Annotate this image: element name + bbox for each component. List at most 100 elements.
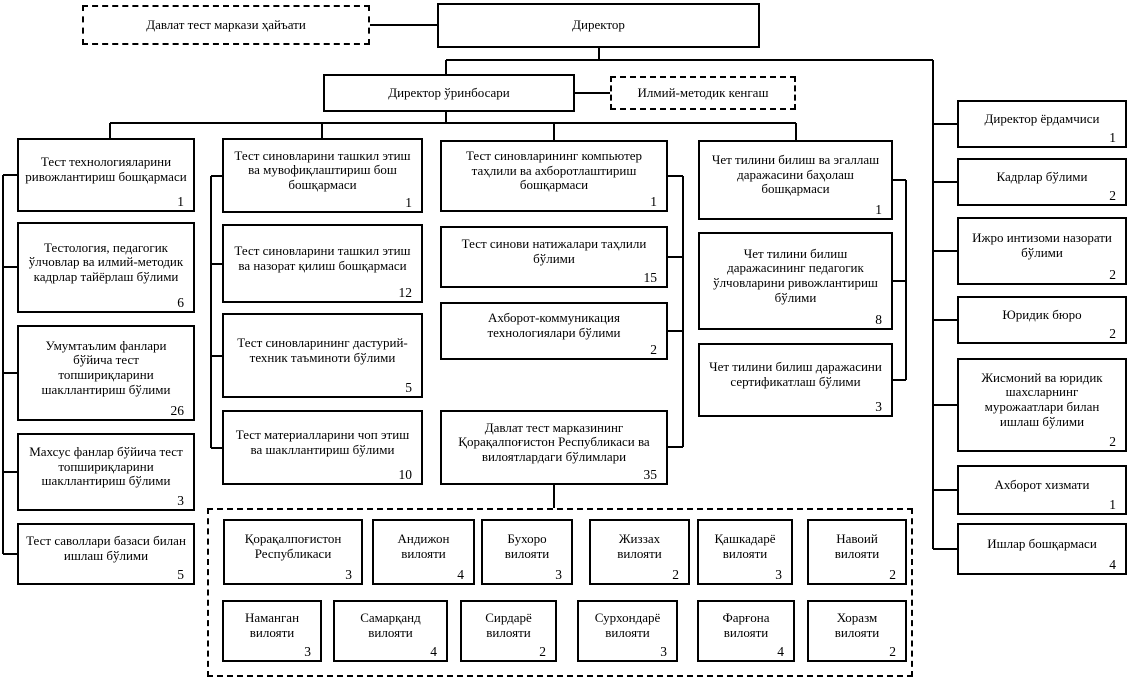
- staff-count: 5: [405, 379, 412, 395]
- staff-count: 2: [1109, 266, 1116, 282]
- staff-count: 2: [1109, 325, 1116, 341]
- staff-count: 3: [345, 566, 352, 582]
- unit-label: Тест синовларини ташкил этиш ва назорат …: [234, 242, 411, 273]
- staff-count: 5: [177, 566, 184, 582]
- unit-label: Директор ёрдамчиси: [984, 110, 1100, 126]
- unit-label: Умумтаълим фанлари бўйича тест топшириқл…: [41, 337, 171, 397]
- director-box: Директор: [437, 3, 760, 48]
- unit-label: Тест саволлари базаси билан ишлаш бўлими: [26, 533, 186, 563]
- region-label: Жиззах вилояти: [617, 531, 662, 561]
- staff-count: 35: [643, 466, 658, 482]
- staff-count: 2: [539, 643, 546, 659]
- col2-unit-2: Тест синовларини ташкил этиш ва назорат …: [222, 224, 423, 303]
- unit-label: Тест синови натижалари таҳлили бўлими: [461, 236, 647, 266]
- unit-label: Юридик бюро: [1002, 306, 1082, 322]
- regional-divisions-hq-box: Давлат тест марказининг Қорақалпоғистон …: [440, 410, 668, 485]
- staff-count: 4: [457, 566, 464, 582]
- regions-container: [207, 508, 913, 677]
- box-label: Директор ўринбосари: [388, 84, 510, 100]
- region-label: Қашкадарё вилояти: [714, 531, 776, 561]
- region-label: Сирдарё вилояти: [485, 610, 532, 640]
- region-label: Қорақалпоғистон Республикаси: [244, 531, 342, 561]
- staff-count: 1: [650, 193, 657, 209]
- staff-count: 3: [775, 566, 782, 582]
- right-unit-5: Жисмоний ва юридик шахсларнинг мурожаатл…: [957, 358, 1127, 452]
- box-label: Илмий-методик кенгаш: [637, 84, 769, 100]
- col1-unit-4: Махсус фанлар бўйича тест топшириқларини…: [17, 433, 195, 511]
- staff-count: 2: [889, 643, 896, 659]
- col1-unit-2: Тестология, педагогик ўлчовлар ва илмий-…: [17, 222, 195, 313]
- col2-unit-4: Тест материалларини чоп этиш ва шакллант…: [222, 410, 423, 485]
- unit-label: Ишлар бошқармаси: [987, 535, 1097, 551]
- unit-label: Тест технологияларини ривожлантириш бошқ…: [25, 154, 187, 184]
- region-label: Навоий вилояти: [834, 531, 880, 561]
- col1-unit-1: Тест технологияларини ривожлантириш бошқ…: [17, 138, 195, 212]
- region-box-5: Қашкадарё вилояти 3: [697, 519, 793, 585]
- region-label: Хоразм вилояти: [834, 610, 880, 640]
- staff-count: 3: [177, 492, 184, 508]
- staff-count: 26: [170, 402, 185, 418]
- col4-unit-2: Чет тилини билиш даражасининг педагогик …: [698, 232, 893, 330]
- unit-label: Махсус фанлар бўйича тест топшириқларини…: [29, 444, 183, 489]
- col4-unit-3: Чет тилини билиш даражасини сертификатла…: [698, 343, 893, 417]
- unit-label: Чет тилини билиш даражасининг педагогик …: [713, 245, 878, 305]
- staff-count: 3: [304, 643, 311, 659]
- region-box-3: Бухоро вилояти 3: [481, 519, 573, 585]
- region-box-4: Жиззах вилояти 2: [589, 519, 690, 585]
- region-label: Бухоро вилояти: [504, 531, 550, 561]
- methodical-council-box: Илмий-методик кенгаш: [610, 76, 796, 110]
- col4-unit-1: Чет тилини билиш ва эгаллаш даражасини б…: [698, 140, 893, 220]
- unit-label: Кадрлар бўлими: [996, 168, 1088, 184]
- unit-label: Ахборот-коммуникация технологиялари бўли…: [487, 310, 621, 340]
- staff-count: 2: [1109, 433, 1116, 449]
- unit-label: Тестология, педагогик ўлчовлар ва илмий-…: [28, 239, 184, 284]
- unit-label: Жисмоний ва юридик шахсларнинг мурожаатл…: [981, 369, 1103, 429]
- staff-count: 3: [555, 566, 562, 582]
- deputy-director-box: Директор ўринбосари: [323, 74, 575, 112]
- staff-count: 4: [777, 643, 784, 659]
- unit-label: Давлат тест марказининг Қорақалпоғистон …: [458, 419, 650, 464]
- region-label: Андижон вилояти: [397, 531, 450, 561]
- staff-count: 3: [660, 643, 667, 659]
- unit-label: Тест синовларини ташкил этиш ва мувофиқл…: [234, 147, 411, 192]
- unit-label: Ижро интизоми назорати бўлими: [972, 230, 1112, 260]
- staff-count: 12: [398, 284, 413, 300]
- staff-count: 2: [889, 566, 896, 582]
- col3-unit-2: Тест синови натижалари таҳлили бўлими 15: [440, 226, 668, 288]
- col1-unit-3: Умумтаълим фанлари бўйича тест топшириқл…: [17, 325, 195, 421]
- region-box-1: Қорақалпоғистон Республикаси 3: [223, 519, 363, 585]
- col3-unit-1: Тест синовларининг компьютер таҳлили ва …: [440, 140, 668, 212]
- staff-count: 3: [875, 398, 882, 414]
- region-label: Наманган вилояти: [244, 610, 300, 640]
- staff-count: 2: [650, 341, 657, 357]
- col3-unit-3: Ахборот-коммуникация технологиялари бўли…: [440, 302, 668, 360]
- unit-label: Чет тилини билиш даражасини сертификатла…: [709, 359, 882, 389]
- staff-count: 1: [1109, 496, 1116, 512]
- region-box-8: Самарқанд вилояти 4: [333, 600, 448, 662]
- region-label: Фарғона вилояти: [722, 610, 770, 640]
- right-unit-2: Кадрлар бўлими 2: [957, 158, 1127, 206]
- col2-unit-3: Тест синовларининг дастурий-техник таъми…: [222, 313, 423, 398]
- unit-label: Чет тилини билиш ва эгаллаш даражасини б…: [711, 152, 880, 197]
- region-box-6: Навоий вилояти 2: [807, 519, 907, 585]
- staff-count: 1: [177, 193, 184, 209]
- staff-count: 2: [672, 566, 679, 582]
- region-box-12: Хоразм вилояти 2: [807, 600, 907, 662]
- staff-count: 4: [1109, 556, 1116, 572]
- staff-count: 4: [430, 643, 437, 659]
- region-label: Сурхондарё вилояти: [594, 610, 661, 640]
- unit-label: Ахборот хизмати: [994, 476, 1090, 492]
- staff-count: 1: [1109, 129, 1116, 145]
- col2-unit-1: Тест синовларини ташкил этиш ва мувофиқл…: [222, 138, 423, 213]
- right-unit-7: Ишлар бошқармаси 4: [957, 523, 1127, 575]
- unit-label: Тест материалларини чоп этиш ва шакллант…: [235, 426, 410, 457]
- unit-label: Тест синовларининг дастурий-техник таъми…: [237, 334, 408, 365]
- right-unit-3: Ижро интизоми назорати бўлими 2: [957, 217, 1127, 285]
- staff-count: 2: [1109, 187, 1116, 203]
- region-box-9: Сирдарё вилояти 2: [460, 600, 557, 662]
- right-unit-6: Ахборот хизмати 1: [957, 465, 1127, 515]
- region-box-7: Наманган вилояти 3: [222, 600, 322, 662]
- unit-label: Тест синовларининг компьютер таҳлили ва …: [465, 148, 643, 193]
